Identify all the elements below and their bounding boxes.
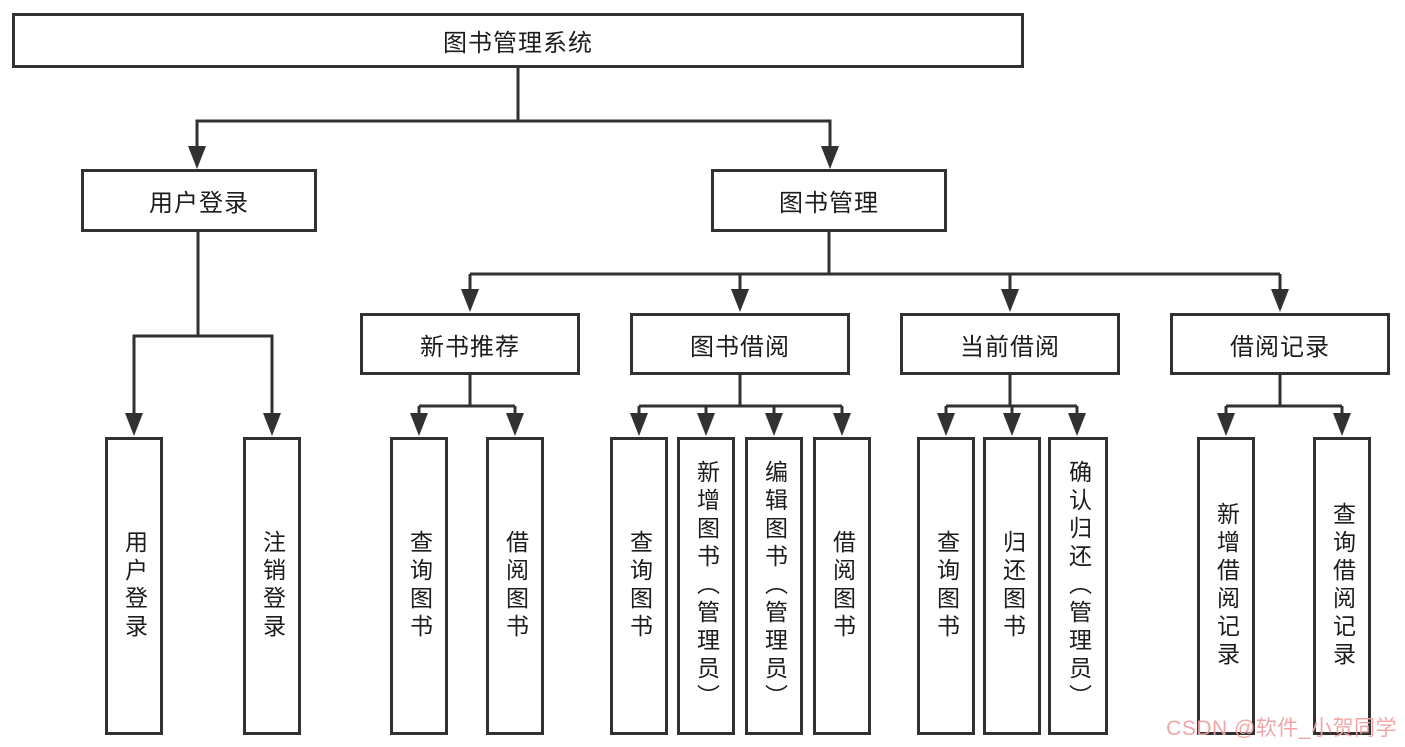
csdn-watermark: CSDN @软件_小贺同学 [1166,717,1397,740]
leaf-records-add-record: 新增借阅记录 [1197,437,1255,735]
leaf-current-return-books-label: 归还图书 [999,530,1026,642]
node-new-book-recommend: 新书推荐 [360,313,580,375]
leaf-current-query-books-label: 查询图书 [933,530,960,642]
leaf-logout-label: 注销登录 [259,530,286,642]
leaf-current-confirm-return-admin-label: 确认归还（管理员） [1065,460,1092,712]
node-user-login-label: 用户登录 [149,190,249,217]
node-book-borrow: 图书借阅 [630,313,850,375]
node-user-login: 用户登录 [81,169,317,232]
node-new-book-recommend-label: 新书推荐 [420,333,520,361]
leaf-recommend-borrow-books: 借阅图书 [486,437,544,735]
leaf-recommend-query-books-label: 查询图书 [406,530,433,642]
leaf-borrow-borrow-books: 借阅图书 [813,437,871,735]
leaf-current-return-books: 归还图书 [983,437,1041,735]
leaf-user-login-label: 用户登录 [121,530,148,642]
node-root-system: 图书管理系统 [12,13,1024,68]
leaf-borrow-add-books-admin-label: 新增图书（管理员） [693,460,720,712]
leaf-records-query-record: 查询借阅记录 [1313,437,1371,735]
leaf-borrow-edit-books-admin-label: 编辑图书（管理员） [761,460,788,712]
leaf-records-query-record-label: 查询借阅记录 [1329,502,1356,670]
node-root-label: 图书管理系统 [443,30,593,57]
leaf-logout: 注销登录 [243,437,301,735]
leaf-borrow-query-books-label: 查询图书 [626,530,653,642]
leaf-borrow-edit-books-admin: 编辑图书（管理员） [745,437,803,735]
leaf-user-login: 用户登录 [105,437,163,735]
leaf-borrow-borrow-books-label: 借阅图书 [829,530,856,642]
node-book-management: 图书管理 [711,169,947,232]
leaf-borrow-add-books-admin: 新增图书（管理员） [677,437,735,735]
arrowheads [125,146,1351,436]
node-current-borrow-label: 当前借阅 [960,333,1060,361]
node-borrow-records-label: 借阅记录 [1230,333,1330,361]
leaf-recommend-borrow-books-label: 借阅图书 [502,530,529,642]
leaf-current-query-books: 查询图书 [917,437,975,735]
leaf-borrow-query-books: 查询图书 [610,437,668,735]
node-current-borrow: 当前借阅 [900,313,1120,375]
node-book-borrow-label: 图书借阅 [690,333,790,361]
leaf-records-add-record-label: 新增借阅记录 [1213,502,1240,670]
node-book-management-label: 图书管理 [779,190,879,217]
node-borrow-records: 借阅记录 [1170,313,1390,375]
leaf-recommend-query-books: 查询图书 [390,437,448,735]
leaf-current-confirm-return-admin: 确认归还（管理员） [1048,437,1108,735]
